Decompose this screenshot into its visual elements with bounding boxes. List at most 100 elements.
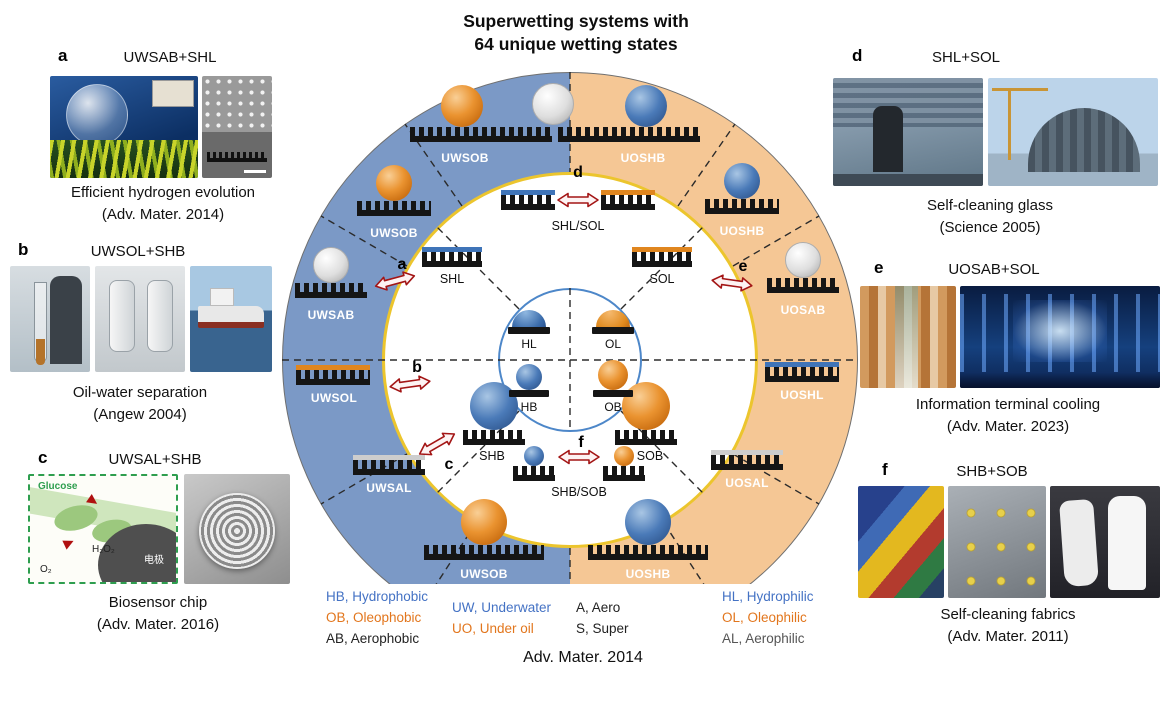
panel-e-title: UOSAB+SOL xyxy=(948,261,1040,278)
surface-uoshl xyxy=(765,362,839,382)
garment xyxy=(1059,498,1099,588)
panel-b-title: UWSOL+SHB xyxy=(90,243,186,260)
label-shb-sob-pair: SHB/SOB xyxy=(551,485,607,499)
exchange-arrow-a xyxy=(374,271,416,291)
o2-label: O₂ xyxy=(40,564,52,575)
panel-d-letter: d xyxy=(852,46,863,65)
label-sob: SOB xyxy=(636,449,664,463)
panel-f-letter: f xyxy=(882,460,888,479)
wheel-letter-c: c xyxy=(444,456,454,473)
scale-bar xyxy=(244,170,266,173)
surface-shl-small xyxy=(501,190,555,210)
legend-phobic-column: HB, Hydrophobic OB, Oleophobic AB, Aerop… xyxy=(326,586,428,649)
panel-c-letter: c xyxy=(38,448,48,467)
panel-a-letter: a xyxy=(58,46,68,65)
air-bubble xyxy=(785,242,821,278)
surface-shb-small xyxy=(513,466,555,481)
coil-device xyxy=(199,493,275,570)
label-uosab: UOSAB xyxy=(780,303,826,317)
legend-backdrop xyxy=(282,584,858,706)
exchange-arrow-e xyxy=(711,274,753,292)
panel-a-reference: (Adv. Mater. 2014) xyxy=(101,206,225,223)
legend-medium-column: UW, Underwater UO, Under oil xyxy=(452,597,551,639)
garment xyxy=(1108,496,1146,590)
label-uosal: UOSAL xyxy=(725,476,769,490)
exchange-arrow-c xyxy=(418,432,456,456)
flat-surface xyxy=(593,390,633,397)
surface-uwsob-top xyxy=(410,127,552,142)
legend-item-super: S, Super xyxy=(576,621,629,636)
panel-d-image-window xyxy=(833,78,983,186)
oil-dome xyxy=(596,310,630,327)
label-uwsab: UWSAB xyxy=(307,308,355,322)
surface-sob-small xyxy=(603,466,645,481)
oil-droplet xyxy=(376,165,412,201)
figure-title-line2: 64 unique wetting states xyxy=(474,33,678,54)
crane-mast xyxy=(1008,88,1011,160)
label-shb: SHB xyxy=(479,449,505,463)
air-bubble xyxy=(532,83,574,125)
crane-arm xyxy=(992,88,1048,91)
figure-title-line1: Superwetting systems with xyxy=(463,11,689,31)
flat-surface xyxy=(509,390,549,397)
electrode-label: 电极 xyxy=(144,555,164,566)
exchange-arrow-d xyxy=(557,192,599,208)
panel-d-image-glass-building xyxy=(988,78,1158,186)
label-hl: HL xyxy=(521,337,537,351)
panel-c-reference: (Adv. Mater. 2016) xyxy=(96,616,220,633)
surface-sol xyxy=(632,247,692,267)
legend-item-al: AL, Aerophilic xyxy=(722,631,805,646)
legend-item-uw: UW, Underwater xyxy=(452,600,552,615)
label-uoshl: UOSHL xyxy=(780,388,824,402)
panel-f-image-garments xyxy=(1050,486,1160,598)
panel-f-caption: Self-cleaning fabrics xyxy=(940,606,1076,623)
exchange-arrow-f xyxy=(558,449,600,465)
panel-f-title: SHB+SOB xyxy=(956,463,1028,480)
surface-uoshb-bottom xyxy=(588,545,708,560)
surface-uoshb-upper-right xyxy=(705,199,779,214)
label-shl: SHL xyxy=(439,272,465,286)
legend-philic-column: HL, Hydrophilic OL, Oleophilic AL, Aerop… xyxy=(722,586,814,649)
legend-prefix-column: A, Aero S, Super xyxy=(576,597,629,639)
panel-b-image-separator-equipment xyxy=(95,266,185,372)
wheel-letter-b: b xyxy=(412,359,422,376)
panel-e-image-server-room xyxy=(960,286,1160,388)
glass-dome xyxy=(1028,108,1140,172)
figure-title: Superwetting systems with 64 unique wett… xyxy=(463,10,689,56)
nanograss-graphic xyxy=(50,140,198,178)
reaction-arrow xyxy=(62,536,76,550)
surface-shb xyxy=(463,430,525,445)
panel-e-reference: (Adv. Mater. 2023) xyxy=(946,418,1070,435)
panel-f-reference: (Adv. Mater. 2011) xyxy=(947,628,1069,645)
water-droplet xyxy=(516,364,542,390)
oil-droplet xyxy=(441,85,483,127)
oil-droplet xyxy=(461,499,507,545)
bubble-dots-texture xyxy=(202,76,272,133)
water-droplet xyxy=(625,85,667,127)
label-uwsal: UWSAL xyxy=(366,481,412,495)
panel-b-reference: (Angew 2004) xyxy=(93,406,187,423)
panel-d-title: SHL+SOL xyxy=(932,49,1000,66)
panel-b-caption: Oil-water separation xyxy=(72,384,208,401)
wheel-letter-f: f xyxy=(578,434,584,451)
surface-sob xyxy=(615,430,677,445)
surface-uwsob-upper-left xyxy=(357,201,431,216)
wheel-reference: Adv. Mater. 2014 xyxy=(523,649,643,666)
panel-b-letter: b xyxy=(18,240,29,259)
panel-c-title: UWSAL+SHB xyxy=(108,451,202,468)
ship-cabin xyxy=(210,288,234,306)
label-uwsob-top: UWSOB xyxy=(441,151,489,165)
separator-tank xyxy=(147,280,173,352)
panel-d-caption: Self-cleaning glass xyxy=(927,197,1053,214)
oil-droplet xyxy=(614,446,634,466)
surface-uwsol xyxy=(296,365,370,385)
gas-bubble-graphic xyxy=(66,84,128,146)
surface-shl xyxy=(422,247,482,267)
water-droplet xyxy=(625,499,671,545)
label-shl-sol-pair: SHL/SOL xyxy=(551,219,605,233)
label-sol: SOL xyxy=(649,272,675,286)
panel-b-image-pouring xyxy=(10,266,90,372)
water-droplet xyxy=(724,163,760,199)
h2o2-label: H₂O₂ xyxy=(92,544,115,555)
legend-item-hb: HB, Hydrophobic xyxy=(326,589,429,604)
